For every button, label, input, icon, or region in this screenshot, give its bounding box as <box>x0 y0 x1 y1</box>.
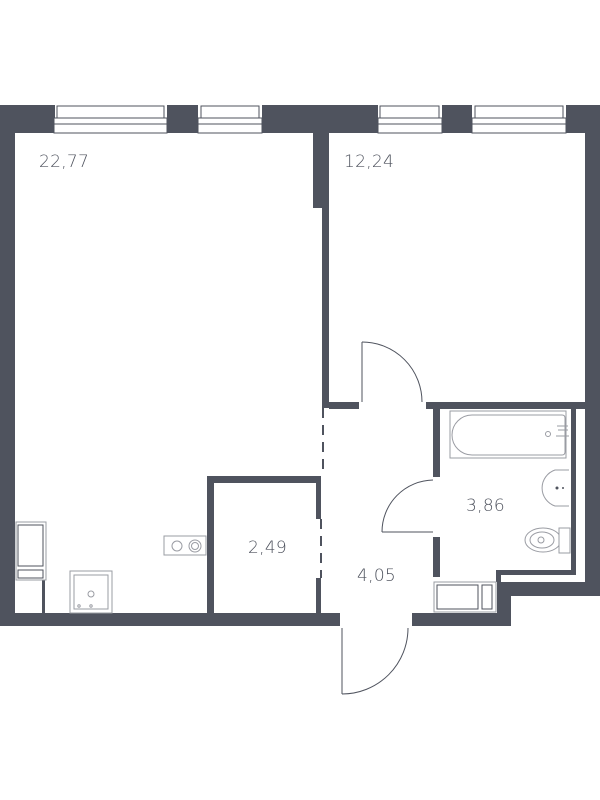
interior-walls <box>42 133 586 613</box>
fridge-icon <box>15 521 47 581</box>
stove-icon <box>69 570 113 614</box>
room-area-storage: 2,49 <box>248 538 288 558</box>
bedroom-door-icon <box>361 341 423 403</box>
sink-icon <box>541 469 569 507</box>
windows <box>53 105 567 134</box>
window-3 <box>377 105 443 134</box>
toilet-icon <box>524 527 571 554</box>
entrance-door-icon <box>341 627 409 695</box>
bathtub-icon <box>449 410 569 459</box>
window-2 <box>197 105 263 134</box>
fixtures <box>15 410 571 614</box>
heater-icon <box>433 581 497 613</box>
doors <box>341 341 434 695</box>
exterior-walls <box>0 105 600 626</box>
window-4 <box>471 105 567 134</box>
room-area-bedroom: 12,24 <box>344 152 395 172</box>
dashed-openings <box>320 408 324 578</box>
room-area-bathroom: 3,86 <box>466 496 506 516</box>
bathroom-door-icon <box>381 479 434 533</box>
washer-connection-icon <box>163 535 207 556</box>
room-area-living-room: 22,77 <box>39 152 90 172</box>
room-area-hallway: 4,05 <box>357 566 397 586</box>
window-1 <box>53 105 168 134</box>
